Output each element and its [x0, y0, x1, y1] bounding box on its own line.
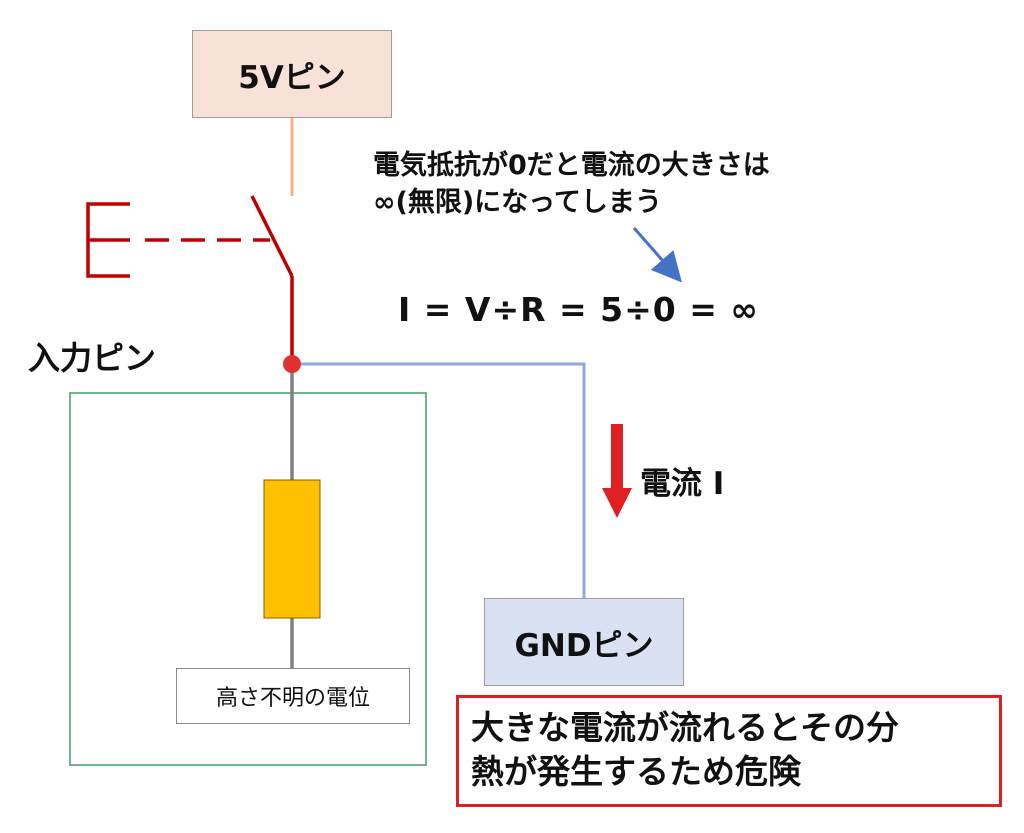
note-pointer-arrow — [632, 227, 682, 283]
warning-text-line2: 熱が発生するため危険 — [471, 752, 801, 791]
switch-button-symbol — [86, 202, 130, 278]
input-pin-label: 入力ピン — [28, 339, 157, 377]
gnd-pin-box: GNDピン — [484, 598, 684, 686]
warning-box: 大きな電流が流れるとその分 熱が発生するため危険 — [456, 695, 1002, 807]
gnd-pin-label: GNDピン — [514, 627, 654, 664]
resistor — [263, 479, 321, 619]
ohms-law-formula: I = V÷R = 5÷0 = ∞ — [398, 290, 759, 329]
note-text-line2: ∞(無限)になってしまう — [373, 187, 662, 218]
warning-text-line1: 大きな電流が流れるとその分 — [471, 708, 900, 747]
gnd-wire — [292, 362, 586, 598]
input-pin-region-box — [69, 392, 427, 766]
unknown-potential-label: 高さ不明の電位 — [215, 686, 370, 711]
note-text-line1: 電気抵抗が0だと電流の大きさは — [373, 150, 770, 181]
switch-blade — [250, 195, 294, 277]
five-volt-pin-label: 5Vピン — [238, 59, 346, 96]
five-volt-pin-box: 5Vピン — [192, 30, 392, 118]
current-arrow — [602, 424, 632, 518]
junction-node — [283, 355, 301, 373]
unknown-potential-box: 高さ不明の電位 — [176, 668, 410, 724]
current-label: 電流 I — [640, 466, 725, 502]
